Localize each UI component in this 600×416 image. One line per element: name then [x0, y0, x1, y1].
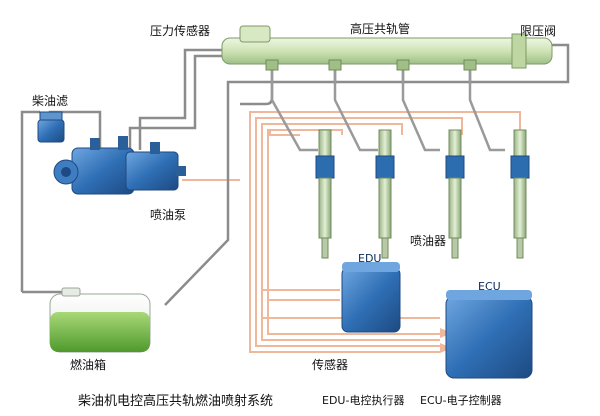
ecu-legend: ECU-电子控制器: [420, 394, 502, 407]
diesel-filter-label: 柴油滤: [32, 94, 69, 108]
ecu-module: [445, 290, 533, 379]
edu-legend: EDU-电控执行器: [322, 394, 405, 407]
injector-3: [445, 129, 465, 259]
system-title-caption: 柴油机电控高压共轨燃油喷射系统: [78, 394, 274, 409]
injector-2: [375, 129, 395, 259]
pressure-sensor-label: 压力传感器: [150, 24, 211, 38]
edu-module: [341, 262, 401, 333]
common-rail-label: 高压共轨管: [350, 22, 411, 36]
edu-box-label: EDU: [358, 252, 382, 265]
diesel-filter: [37, 111, 65, 143]
common-rail: [221, 25, 553, 71]
fuel-tank: [49, 287, 151, 353]
injector-feed-lines: [270, 70, 505, 152]
limit-valve-label: 限压阀: [520, 24, 557, 38]
injector-label: 喷油器: [410, 234, 447, 248]
injector-1: [315, 129, 335, 259]
sensor-label: 传感器: [312, 358, 349, 372]
fuel-tank-label: 燃油箱: [70, 358, 107, 372]
ecu-box-label: ECU: [478, 280, 501, 293]
injector-4: [510, 129, 530, 259]
injection-pump: [53, 136, 186, 195]
injection-pump-label: 喷油泵: [150, 208, 187, 222]
